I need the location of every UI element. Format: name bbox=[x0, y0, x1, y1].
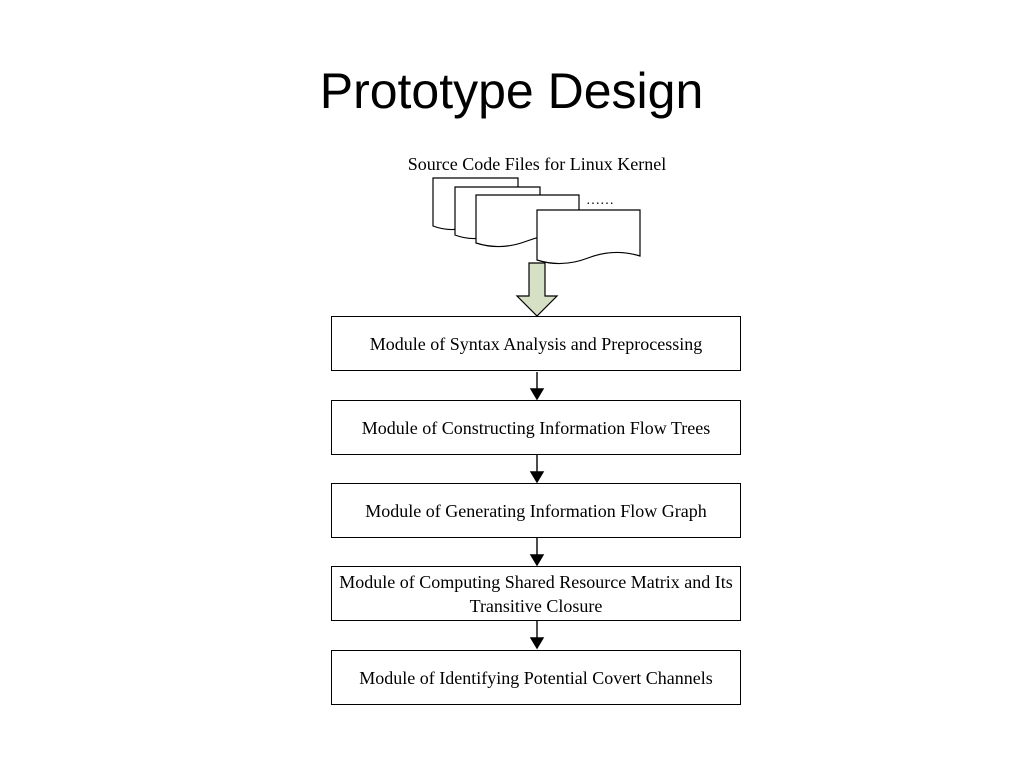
big-down-arrow bbox=[515, 262, 559, 317]
source-file-icons bbox=[432, 177, 641, 265]
file-icon-4 bbox=[536, 209, 641, 265]
arrowhead-3 bbox=[529, 554, 545, 567]
module-syntax-analysis: Module of Syntax Analysis and Preprocess… bbox=[331, 316, 741, 371]
module-computing-matrix: Module of Computing Shared Resource Matr… bbox=[331, 566, 741, 621]
module-label: Module of Computing Shared Resource Matr… bbox=[339, 571, 733, 616]
source-files-caption: Source Code Files for Linux Kernel bbox=[407, 154, 667, 174]
module-label: Module of Identifying Potential Covert C… bbox=[359, 667, 713, 688]
arrowhead-2 bbox=[529, 471, 545, 484]
arrowhead-1 bbox=[529, 388, 545, 401]
module-generating-graph: Module of Generating Information Flow Gr… bbox=[331, 483, 741, 538]
module-label: Module of Generating Information Flow Gr… bbox=[365, 500, 707, 521]
module-label: Module of Constructing Information Flow … bbox=[361, 417, 711, 438]
arrowhead-4 bbox=[529, 637, 545, 650]
module-label: Module of Syntax Analysis and Preprocess… bbox=[369, 333, 703, 354]
connectors bbox=[529, 372, 545, 650]
more-files-ellipsis: …… bbox=[586, 193, 614, 208]
slide-title: Prototype Design bbox=[319, 63, 704, 119]
module-identifying-channels: Module of Identifying Potential Covert C… bbox=[331, 650, 741, 705]
module-constructing-trees: Module of Constructing Information Flow … bbox=[331, 400, 741, 455]
